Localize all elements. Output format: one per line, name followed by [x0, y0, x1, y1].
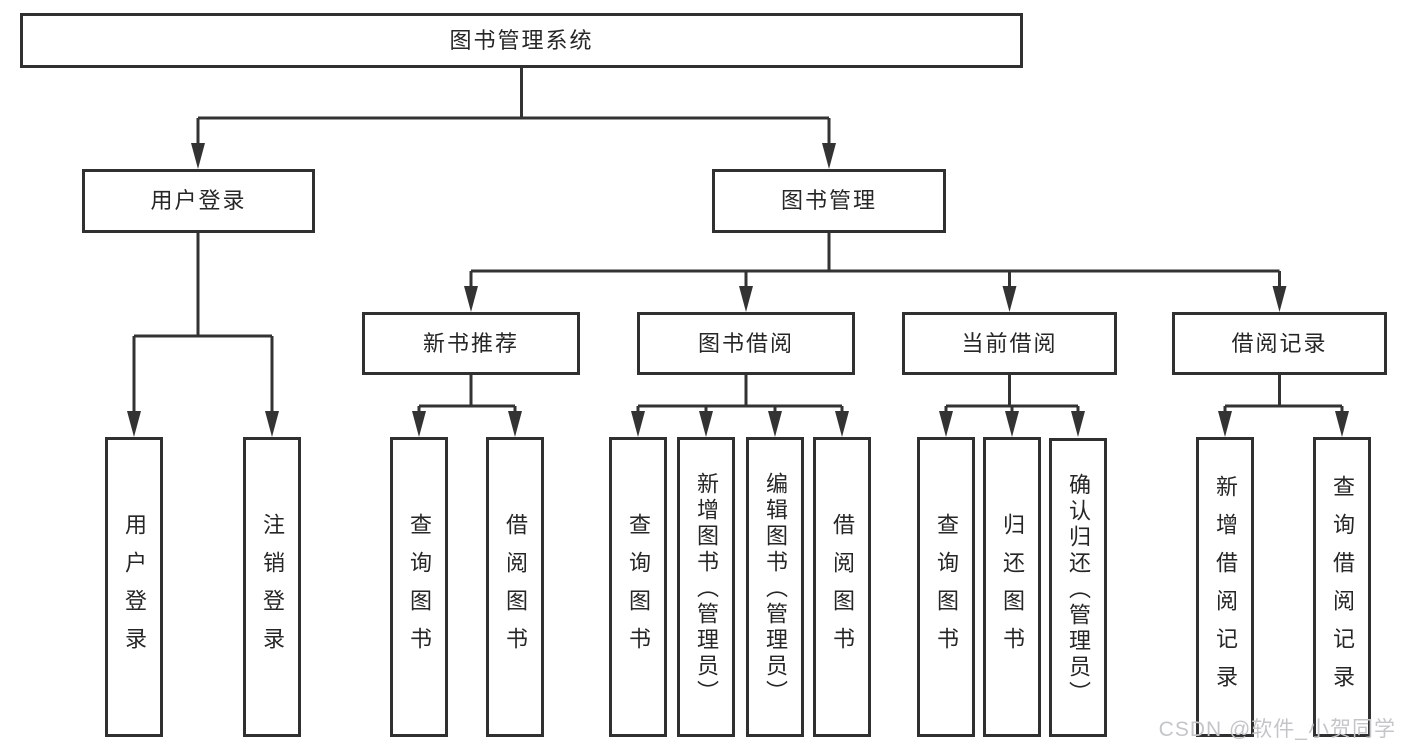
node-br-add-record: 新增借阅记录	[1196, 437, 1254, 737]
node-leaf-logout: 注销登录	[243, 437, 301, 737]
node-br-query-record: 查询借阅记录	[1313, 437, 1371, 737]
node-leaf-user-login: 用户登录	[105, 437, 163, 737]
node-rec-borrow-books: 借阅图书	[486, 437, 544, 737]
node-bb-borrow-books: 借阅图书	[813, 437, 871, 737]
node-rec-query-books: 查询图书	[390, 437, 448, 737]
node-cb-query-books: 查询图书	[917, 437, 975, 737]
node-bb-query-books: 查询图书	[609, 437, 667, 737]
node-book-management: 图书管理	[712, 169, 946, 233]
node-borrowing-records: 借阅记录	[1172, 312, 1387, 375]
node-cb-confirm-return-admin: 确认归还（管理员）	[1049, 438, 1107, 737]
node-bb-edit-books-admin: 编辑图书（管理员）	[746, 437, 804, 737]
node-library-management-system: 图书管理系统	[20, 13, 1023, 68]
node-new-book-recommend: 新书推荐	[362, 312, 580, 375]
node-current-borrowing: 当前借阅	[902, 312, 1117, 375]
node-bb-add-books-admin: 新增图书（管理员）	[677, 437, 735, 737]
node-cb-return-books: 归还图书	[983, 437, 1041, 737]
node-book-borrowing: 图书借阅	[637, 312, 855, 375]
watermark: CSDN @软件_小贺同学	[1158, 718, 1396, 741]
node-user-login: 用户登录	[82, 169, 315, 233]
